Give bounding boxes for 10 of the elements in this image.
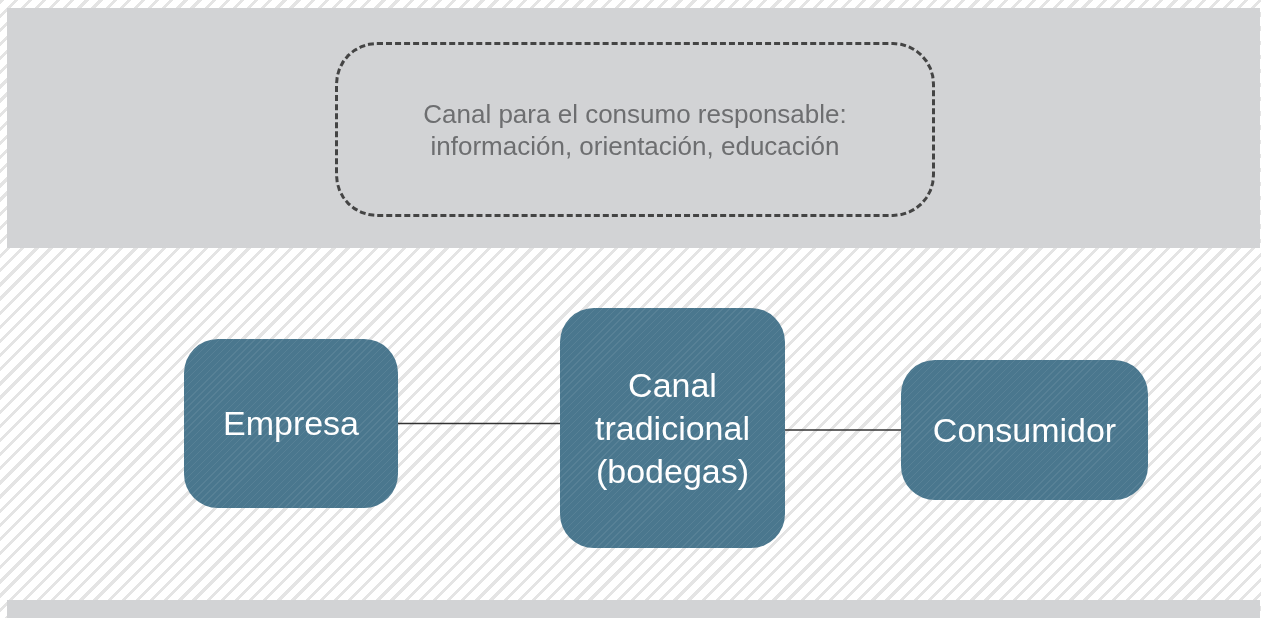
dashed-rounded-box <box>335 42 935 217</box>
rounded-box <box>560 308 785 548</box>
node-label: Canal tradicional (bodegas) <box>594 364 751 492</box>
connector-line <box>397 422 561 425</box>
node-label: Consumidor <box>932 409 1117 451</box>
node-label: Canal para el consumo responsable: información, orientación, educación <box>422 97 848 162</box>
rounded-box <box>901 360 1148 500</box>
rounded-box <box>184 339 398 508</box>
connector-line <box>784 429 902 431</box>
node-label: Empresa <box>222 403 360 444</box>
